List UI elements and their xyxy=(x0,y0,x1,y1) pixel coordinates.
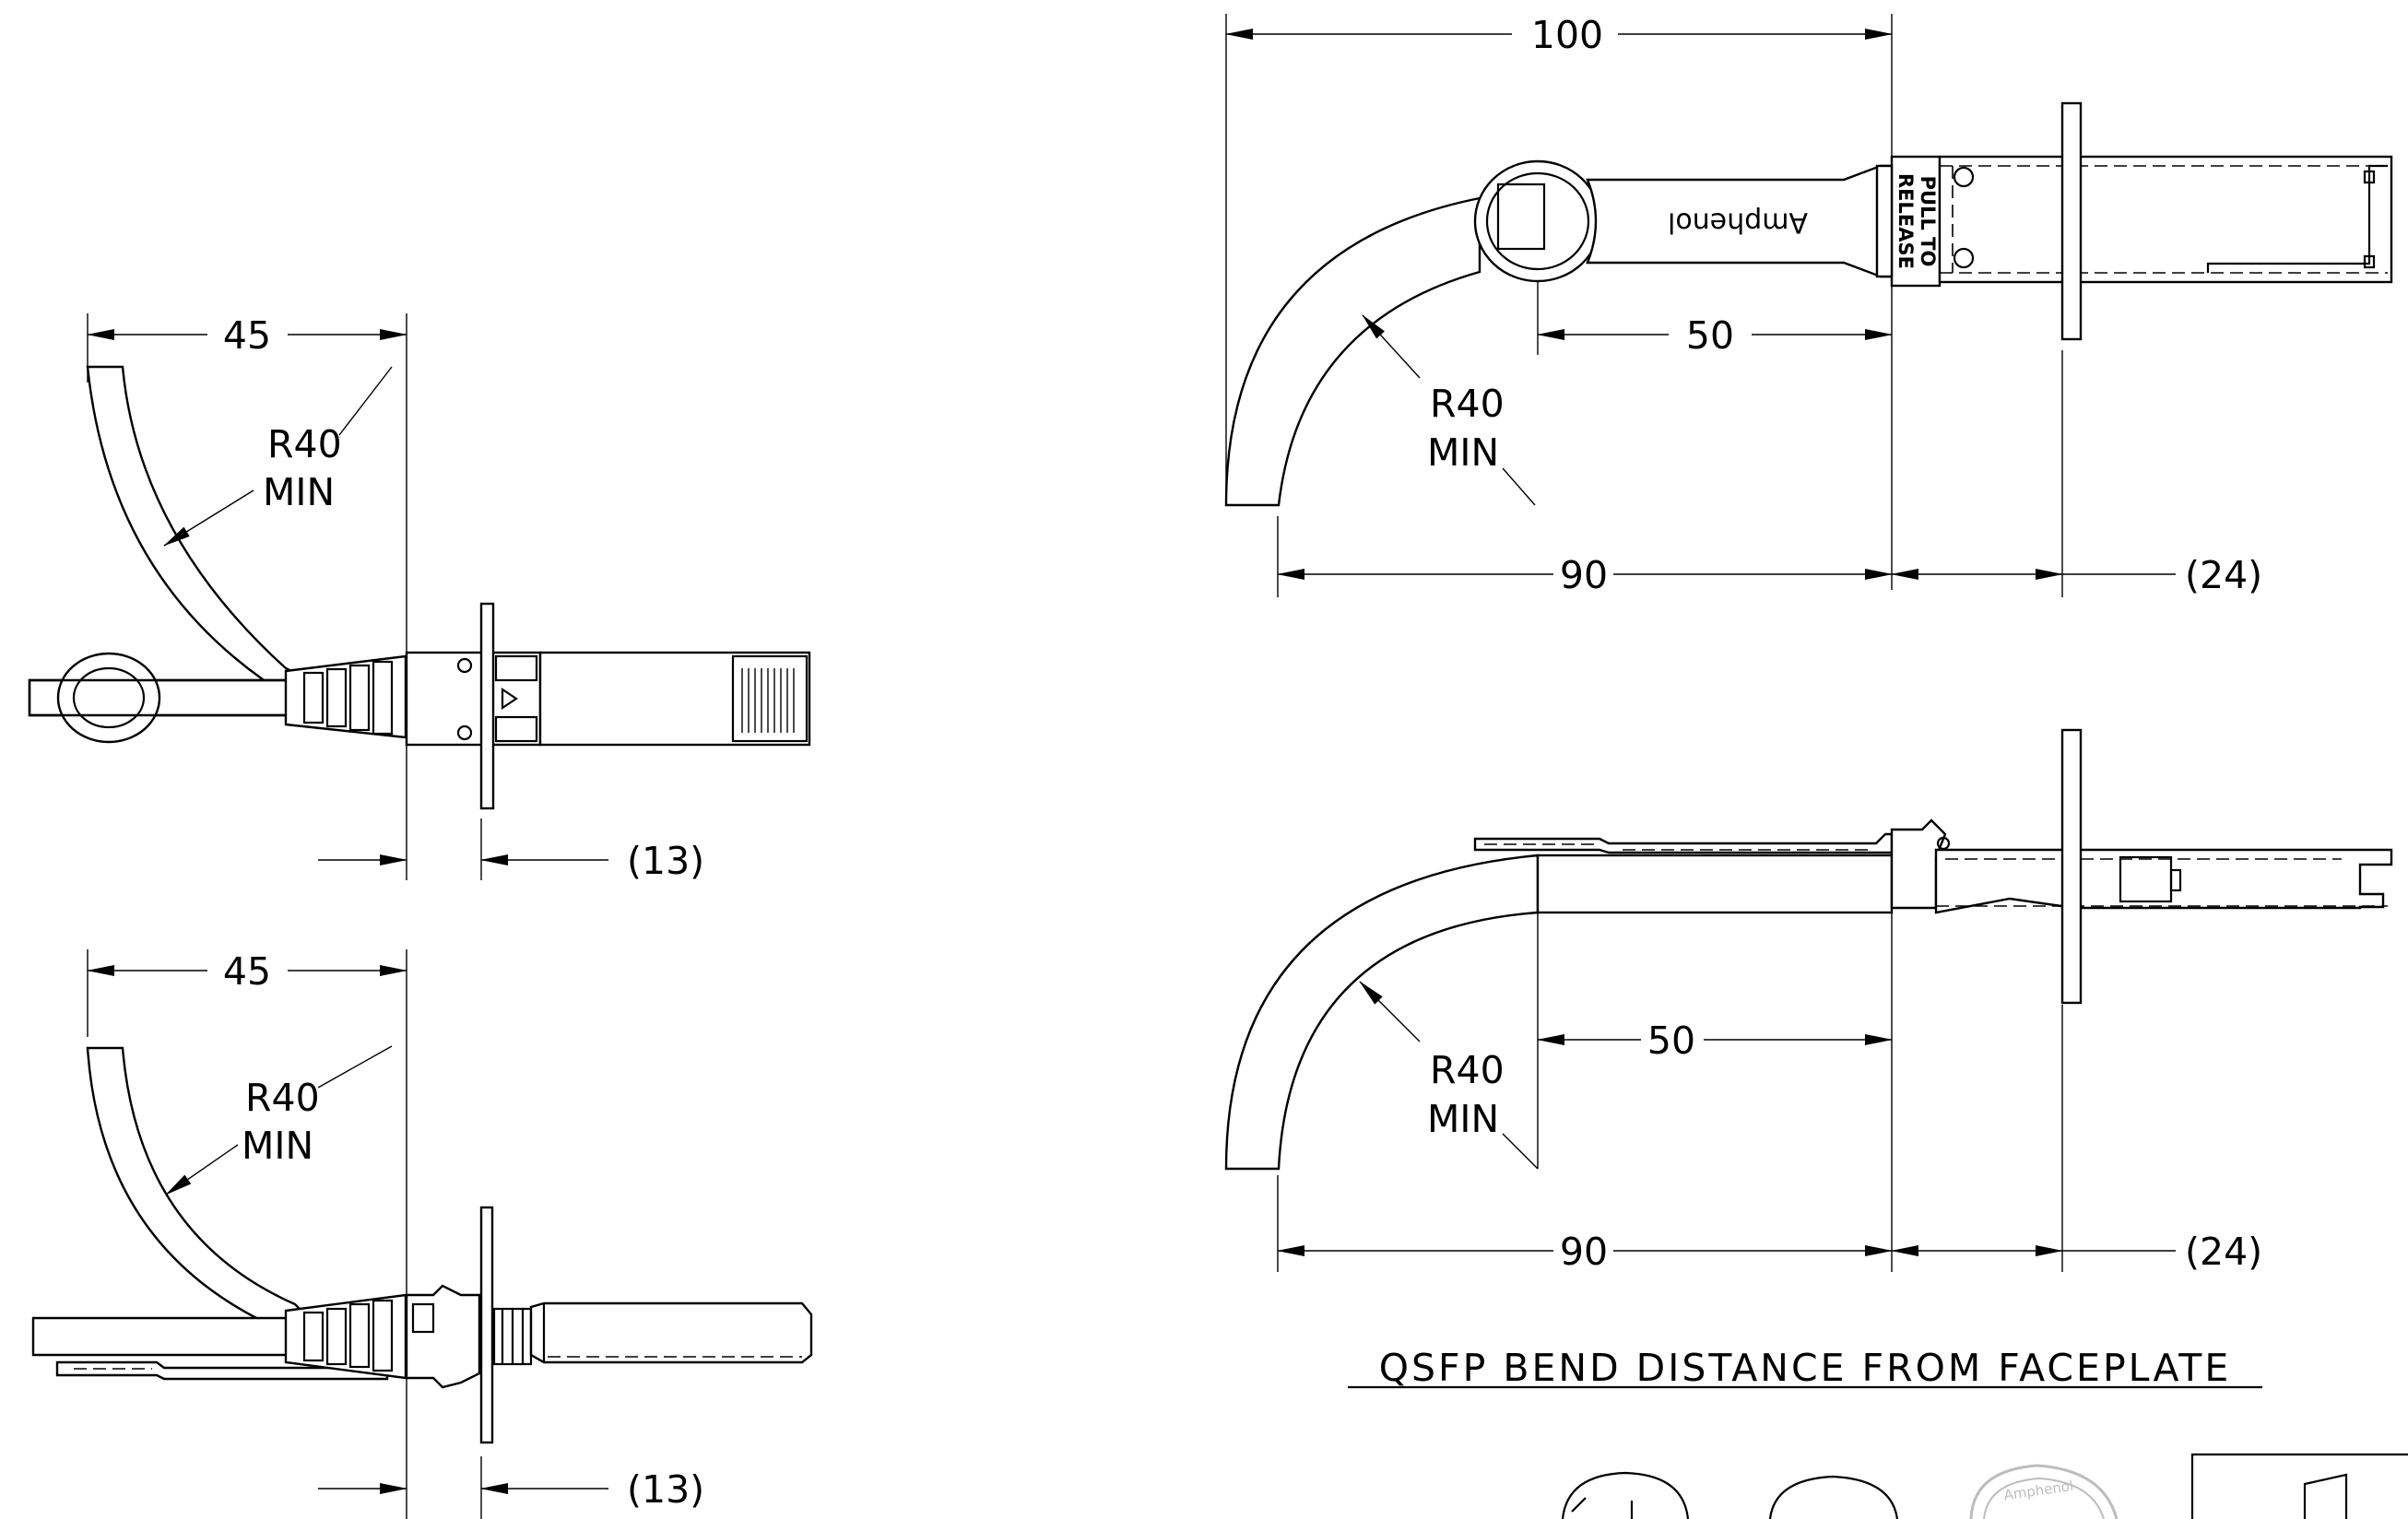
compliance-symbol-2-icon xyxy=(1768,1475,1899,1519)
left-top-radius-min: MIN xyxy=(263,470,335,514)
right-top-pull-tab-line1: PULL TO xyxy=(1917,176,1939,267)
right-side-latch xyxy=(1890,818,1947,910)
right-top-pull-tab-line2: RELEASE xyxy=(1895,173,1917,269)
right-top-view: 100 50 Amphenol PULL TO RELEASE R40 MIN xyxy=(1224,13,2393,597)
right-side-module xyxy=(1934,848,2393,914)
left-side-radius-label: R40 xyxy=(245,1076,320,1120)
drawing-caption: QSFP BEND DISTANCE FROM FACEPLATE xyxy=(1379,1346,2232,1390)
right-side-faceplate xyxy=(2060,728,2083,1005)
left-side-module xyxy=(529,1301,813,1364)
right-top-radius-min: MIN xyxy=(1427,430,1499,475)
right-top-faceplate-dim: (24) xyxy=(2185,553,2262,597)
right-side-boot xyxy=(1536,854,1894,914)
left-side-width-dim: 45 xyxy=(223,949,271,994)
left-side-faceplate-offset: (13) xyxy=(627,1467,704,1512)
right-side-bend-extent-dim: 90 xyxy=(1560,1230,1608,1274)
left-side-radius-min: MIN xyxy=(242,1124,313,1168)
right-top-brand-text: Amphenol xyxy=(1668,206,1808,239)
left-top-view: 45 R40 MIN xyxy=(28,313,811,883)
amphenol-seal-logo: Amphenol xyxy=(1969,1464,2119,1519)
title-block-flag-icon xyxy=(2303,1473,2348,1519)
left-top-radius-label: R40 xyxy=(267,422,342,466)
right-top-faceplate xyxy=(2060,101,2083,341)
left-top-bent-cable xyxy=(86,365,325,702)
left-side-view: 45 R40 MIN (13) xyxy=(31,949,813,1519)
left-top-width-dim: 45 xyxy=(223,313,271,358)
left-top-connector-fins xyxy=(741,668,795,733)
left-top-faceplate-offset: (13) xyxy=(627,839,704,883)
title-block-frame xyxy=(2190,1453,2408,1519)
svg-text:Amphenol: Amphenol xyxy=(2002,1478,2074,1503)
right-side-radius-label: R40 xyxy=(1430,1048,1505,1092)
left-side-faceplate xyxy=(479,1206,494,1444)
right-top-pull-ring xyxy=(1473,159,1602,283)
left-top-module xyxy=(538,651,811,747)
right-side-view: 50 R40 MIN 90 (24) xyxy=(1224,728,2393,1274)
left-top-pull-ring xyxy=(56,652,161,744)
right-top-overall-dim: 100 xyxy=(1531,13,1603,57)
right-top-ring-to-plug-dim: 50 xyxy=(1686,313,1734,358)
left-side-straight-cable xyxy=(31,1316,306,1357)
left-side-pull-tab xyxy=(55,1360,389,1381)
compliance-symbol-1-icon xyxy=(1561,1471,1690,1519)
right-top-bend-extent-dim: 90 xyxy=(1560,553,1608,597)
left-side-latch xyxy=(405,1284,481,1389)
right-side-radius-min: MIN xyxy=(1427,1097,1499,1141)
right-top-radius-label: R40 xyxy=(1430,382,1505,426)
left-top-faceplate xyxy=(479,602,495,810)
right-side-faceplate-dim: (24) xyxy=(2185,1230,2262,1274)
compliance-symbols: Amphenol xyxy=(1561,1453,2408,1519)
right-top-module xyxy=(1938,155,2393,284)
right-side-boot-dim: 50 xyxy=(1647,1019,1695,1063)
left-top-latch xyxy=(405,651,542,747)
